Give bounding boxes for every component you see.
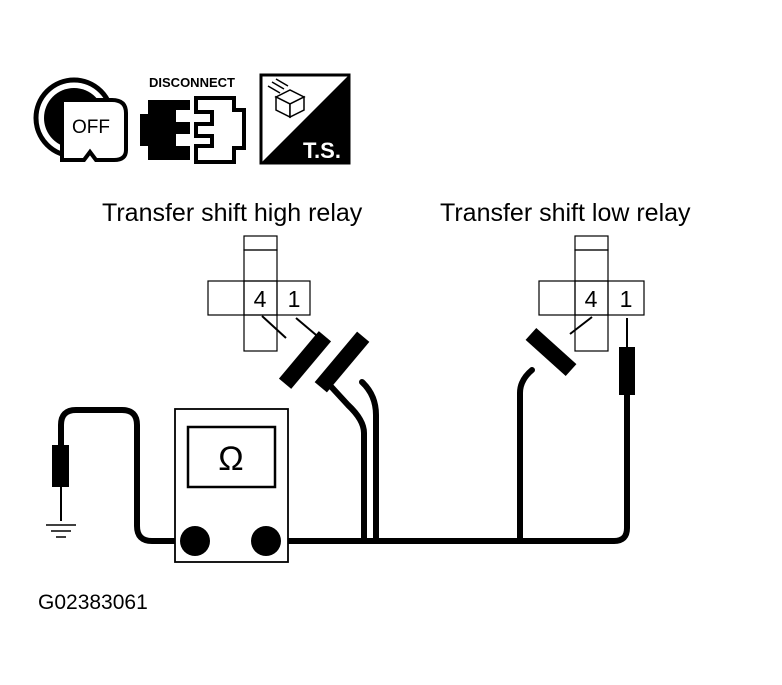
high-relay-label: Transfer shift high relay bbox=[102, 199, 363, 227]
high-relay-pin-1: 1 bbox=[288, 286, 301, 312]
ohm-symbol: Ω bbox=[218, 440, 243, 478]
ts-label: T.S. bbox=[303, 138, 341, 163]
high-pin1-lead-wire bbox=[359, 379, 379, 544]
figure-code: G02383061 bbox=[38, 591, 148, 614]
high-pin4-lead-wire bbox=[322, 377, 367, 544]
disconnect-icon: DISCONNECT bbox=[140, 75, 246, 164]
meter-terminal-left bbox=[180, 526, 210, 556]
troubleshooting-icon: T.S. bbox=[259, 73, 351, 165]
low-relay-label: Transfer shift low relay bbox=[440, 199, 691, 227]
high-pin4-probe bbox=[261, 315, 332, 389]
ground-probe bbox=[52, 445, 69, 521]
low-relay-pin-1: 1 bbox=[620, 286, 633, 312]
ground-lead-wire bbox=[58, 407, 198, 544]
bus-wire bbox=[261, 392, 630, 544]
disconnect-label: DISCONNECT bbox=[149, 75, 235, 90]
meter-terminal-right bbox=[251, 526, 281, 556]
low-pin1-probe bbox=[619, 318, 635, 395]
relay-component-icon bbox=[267, 78, 306, 119]
ground-icon bbox=[46, 524, 76, 538]
ignition-off-icon: OFF bbox=[33, 77, 128, 162]
low-relay-connector: 4 1 bbox=[538, 235, 645, 352]
ignition-off-label: OFF bbox=[72, 117, 110, 138]
high-relay-connector: 4 1 bbox=[207, 235, 311, 352]
low-pin4-probe bbox=[525, 316, 593, 377]
low-pin4-lead-wire bbox=[517, 367, 535, 544]
ohmmeter: Ω bbox=[174, 408, 289, 563]
high-relay-pin-4: 4 bbox=[254, 286, 267, 312]
low-relay-pin-4: 4 bbox=[585, 286, 598, 312]
